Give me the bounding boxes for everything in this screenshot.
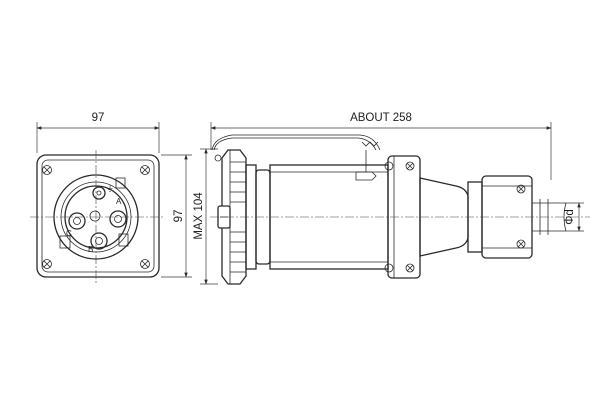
- overall-length-dimension: [210, 122, 552, 180]
- pin-label-c: C: [66, 229, 72, 238]
- front-height-label: 97: [173, 210, 185, 223]
- pin-label-a: A: [116, 197, 122, 206]
- front-view: ⏚ A B C 97 97: [30, 112, 192, 284]
- side-flange: [221, 149, 247, 285]
- max-height-label: MAX 104: [193, 192, 205, 240]
- pin-label-b: B: [88, 245, 93, 254]
- front-width-label: 97: [92, 112, 105, 124]
- overall-length-label: ABOUT 258: [350, 112, 412, 124]
- retaining-chain: [211, 134, 381, 181]
- side-view: ABOUT 258 MAX 104: [193, 112, 590, 285]
- front-flange: [36, 154, 160, 278]
- flange-ribs: [230, 161, 246, 273]
- max-height-dimension: [200, 148, 218, 285]
- socket-pins: [68, 186, 127, 250]
- cable: [532, 199, 567, 235]
- front-height-dimension: [161, 154, 192, 278]
- pin-label-ground: ⏚: [106, 184, 114, 193]
- front-width-dimension: [36, 122, 160, 153]
- mounting-holes: [42, 165, 150, 269]
